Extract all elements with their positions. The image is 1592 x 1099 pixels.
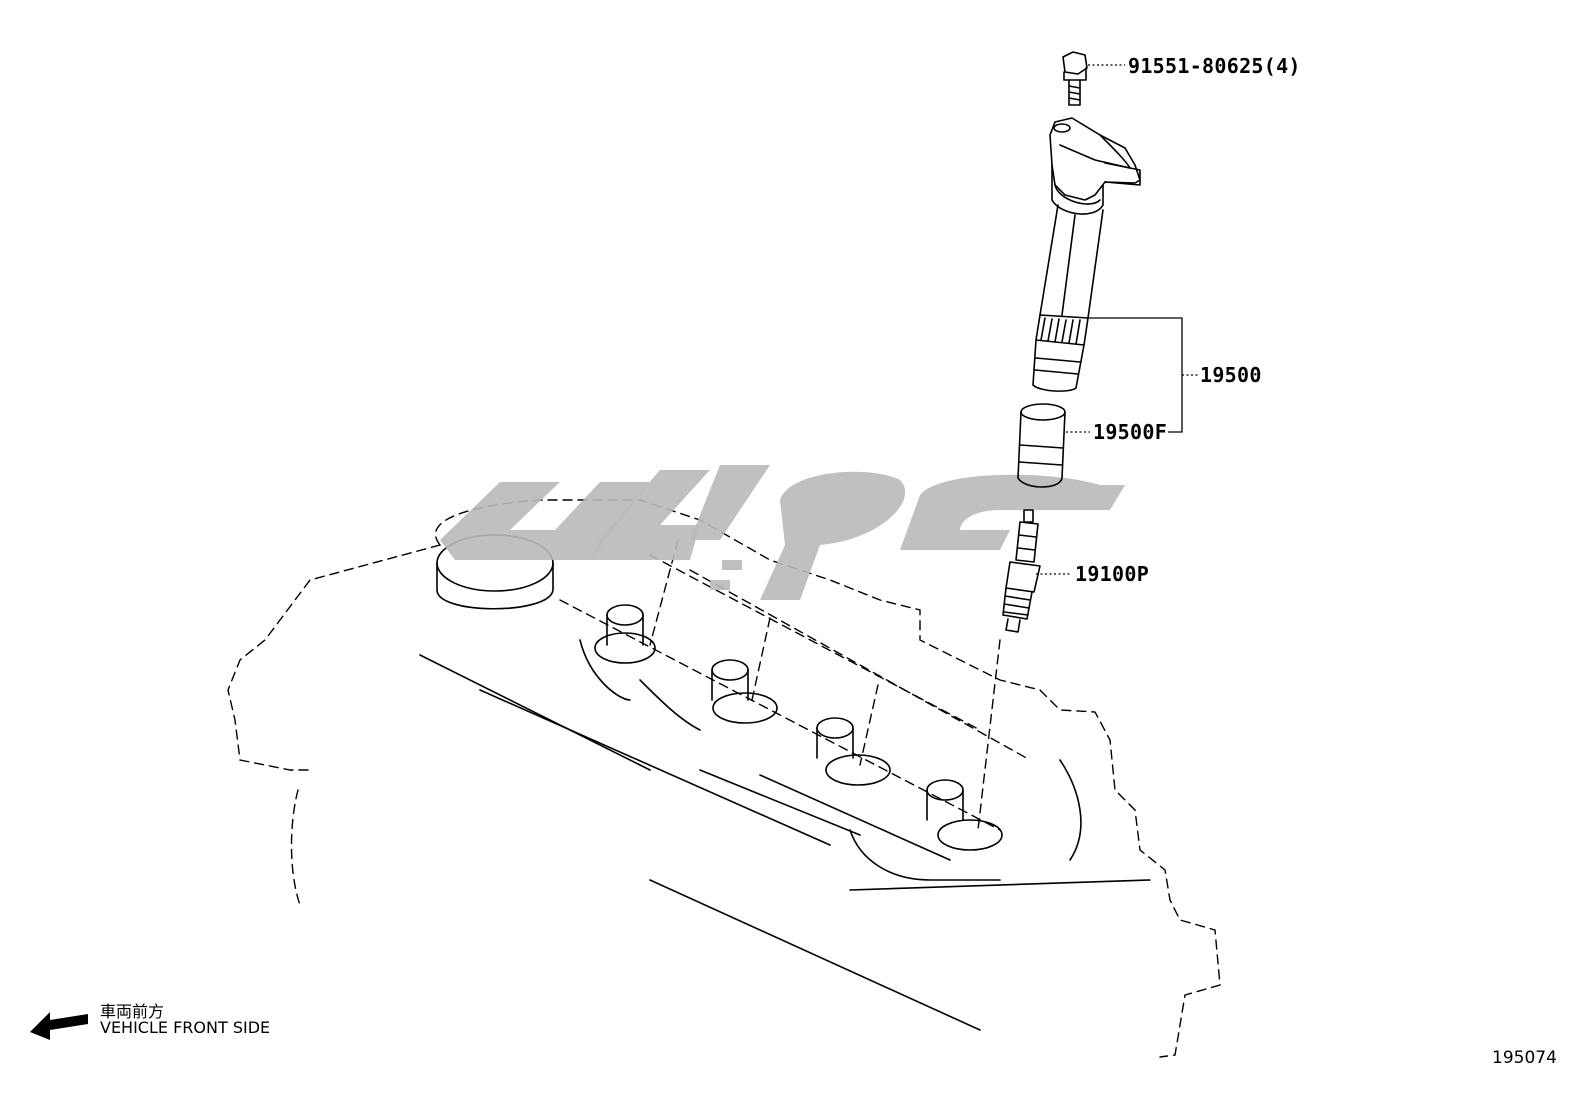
plug-tube-1	[594, 604, 656, 664]
plug-tube-4	[926, 779, 1003, 851]
coil-assy-leader	[1088, 317, 1198, 433]
vehicle-front-arrow	[30, 1012, 88, 1040]
figure-number: 195074	[1492, 1048, 1557, 1068]
bolt-part-number: 91551-80625(4)	[1128, 54, 1301, 78]
spark-plug-part-number: 19100P	[1075, 562, 1150, 586]
plug-tube-2	[711, 659, 778, 724]
plug-tube-3	[816, 717, 891, 786]
coil-cap	[1017, 403, 1066, 488]
ignition-coil	[1032, 117, 1141, 392]
front-label-english: VEHICLE FRONT SIDE	[100, 1018, 271, 1037]
coil-cap-part-number: 19500F	[1093, 420, 1168, 444]
front-label-japanese: 車両前方	[100, 1002, 165, 1021]
watermark-logo	[440, 465, 1125, 600]
bolt	[1062, 51, 1088, 106]
engine-head-cover	[227, 499, 1221, 1058]
spark-plug	[1002, 509, 1041, 633]
coil-assy-part-number: 19500	[1200, 363, 1262, 387]
